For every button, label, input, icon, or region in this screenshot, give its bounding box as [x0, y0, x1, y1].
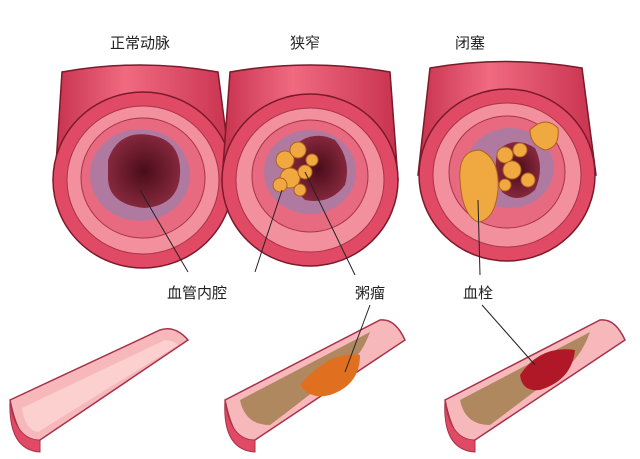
- atheroma-plaque: [272, 141, 319, 197]
- atheroma-longitudinal: [300, 354, 360, 397]
- atheroma-pointer-line: [304, 171, 356, 276]
- occlusion-longitudinal: [444, 304, 626, 453]
- thrombus-pointer-line: [477, 199, 481, 276]
- title-stenosis: 狭窄: [290, 34, 320, 52]
- label-lumen: 血管内腔: [167, 284, 227, 302]
- label-atheroma: 粥瘤: [355, 284, 385, 302]
- normal-artery-cross-section: [52, 64, 234, 273]
- lumen-pointer-line: [139, 189, 189, 273]
- occlusion-cross-section: [417, 60, 597, 276]
- thrombus-longitudinal: [520, 349, 575, 391]
- title-occlusion: 闭塞: [455, 34, 485, 52]
- lumen-pointer-line-2: [254, 189, 283, 273]
- stenosis-longitudinal: [224, 304, 406, 453]
- atheroma-plaque-2: [496, 142, 536, 192]
- label-thrombus: 血栓: [463, 284, 493, 302]
- title-normal-artery: 正常动脉: [110, 34, 170, 52]
- normal-artery-longitudinal: [9, 328, 190, 453]
- stenosis-cross-section: [221, 64, 399, 276]
- thrombus-mass: [459, 149, 499, 223]
